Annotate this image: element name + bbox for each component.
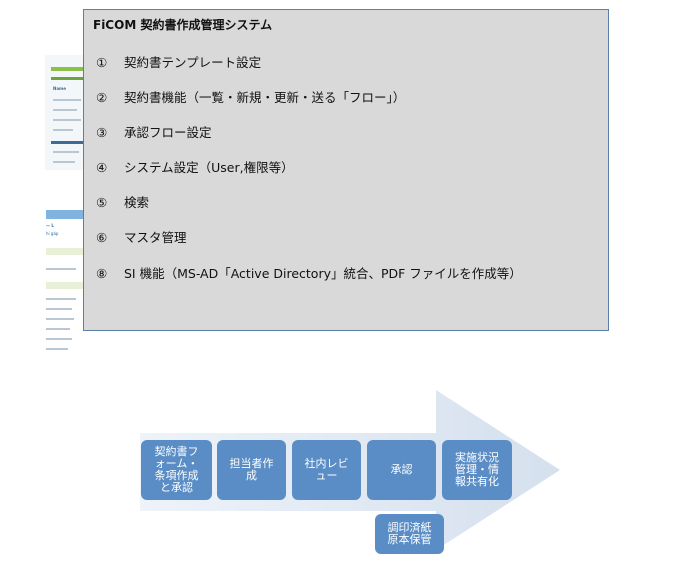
- flow-step-approval: 承認: [367, 440, 436, 500]
- feature-number: ②: [96, 90, 108, 105]
- feature-number: ④: [96, 160, 108, 175]
- feature-item: ⑧ SI 機能（MS-AD「Active Directory」統合、PDF ファイ…: [96, 263, 522, 282]
- feature-item: ② 契約書機能（一覧・新規・更新・送る「フロー」）: [96, 87, 405, 106]
- flow-step-label: 社内レビ ュー: [304, 457, 349, 482]
- feature-text: SI 機能（MS-AD「Active Directory」統合、PDF ファイル…: [124, 266, 522, 281]
- feature-item: ① 契約書テンプレート設定: [96, 52, 261, 71]
- feature-number: ⑧: [96, 266, 108, 281]
- flow-step-label: 承認: [390, 463, 413, 476]
- feature-number: ①: [96, 55, 108, 70]
- feature-text: 検索: [124, 195, 150, 210]
- feature-item: ⑤ 検索: [96, 192, 149, 211]
- feature-text: 契約書テンプレート設定: [124, 55, 262, 70]
- panel-title: FiCOM 契約書作成管理システム: [93, 18, 273, 32]
- feature-item: ④ システム設定（User,権限等）: [96, 157, 294, 176]
- feature-number: ③: [96, 125, 108, 140]
- feature-item: ⑥ マスタ管理: [96, 227, 187, 246]
- flow-step-template: 契約書フ ォーム・ 条項作成 と承認: [141, 440, 212, 500]
- flow-step-monitoring: 実施状況 管理・情 報共有化: [442, 440, 512, 500]
- feature-list-panel: FiCOM 契約書作成管理システム ① 契約書テンプレート設定 ② 契約書機能（一覧…: [83, 9, 609, 331]
- feature-number: ⑥: [96, 230, 108, 245]
- feature-item: ③ 承認フロー設定: [96, 122, 212, 141]
- flow-step-archive: 調印済紙 原本保管: [375, 514, 444, 554]
- feature-number: ⑤: [96, 195, 108, 210]
- flow-step-author: 担当者作 成: [217, 440, 286, 500]
- background-thumbnail-top: Name: [45, 55, 85, 170]
- feature-text: 契約書機能（一覧・新規・更新・送る「フロー」）: [124, 90, 406, 105]
- flow-step-label: 実施状況 管理・情 報共有化: [455, 451, 499, 488]
- feature-text: システム設定（User,権限等）: [124, 160, 294, 175]
- feature-text: 承認フロー設定: [124, 125, 212, 140]
- flow-step-label: 担当者作 成: [229, 457, 274, 482]
- flow-step-review: 社内レビ ュー: [292, 440, 361, 500]
- flow-step-label: 契約書フ ォーム・ 条項作成 と承認: [154, 445, 199, 494]
- background-thumbnail-bottom: — L hi gáp: [42, 208, 84, 358]
- feature-text: マスタ管理: [124, 230, 187, 245]
- flow-step-label: 調印済紙 原本保管: [387, 521, 432, 546]
